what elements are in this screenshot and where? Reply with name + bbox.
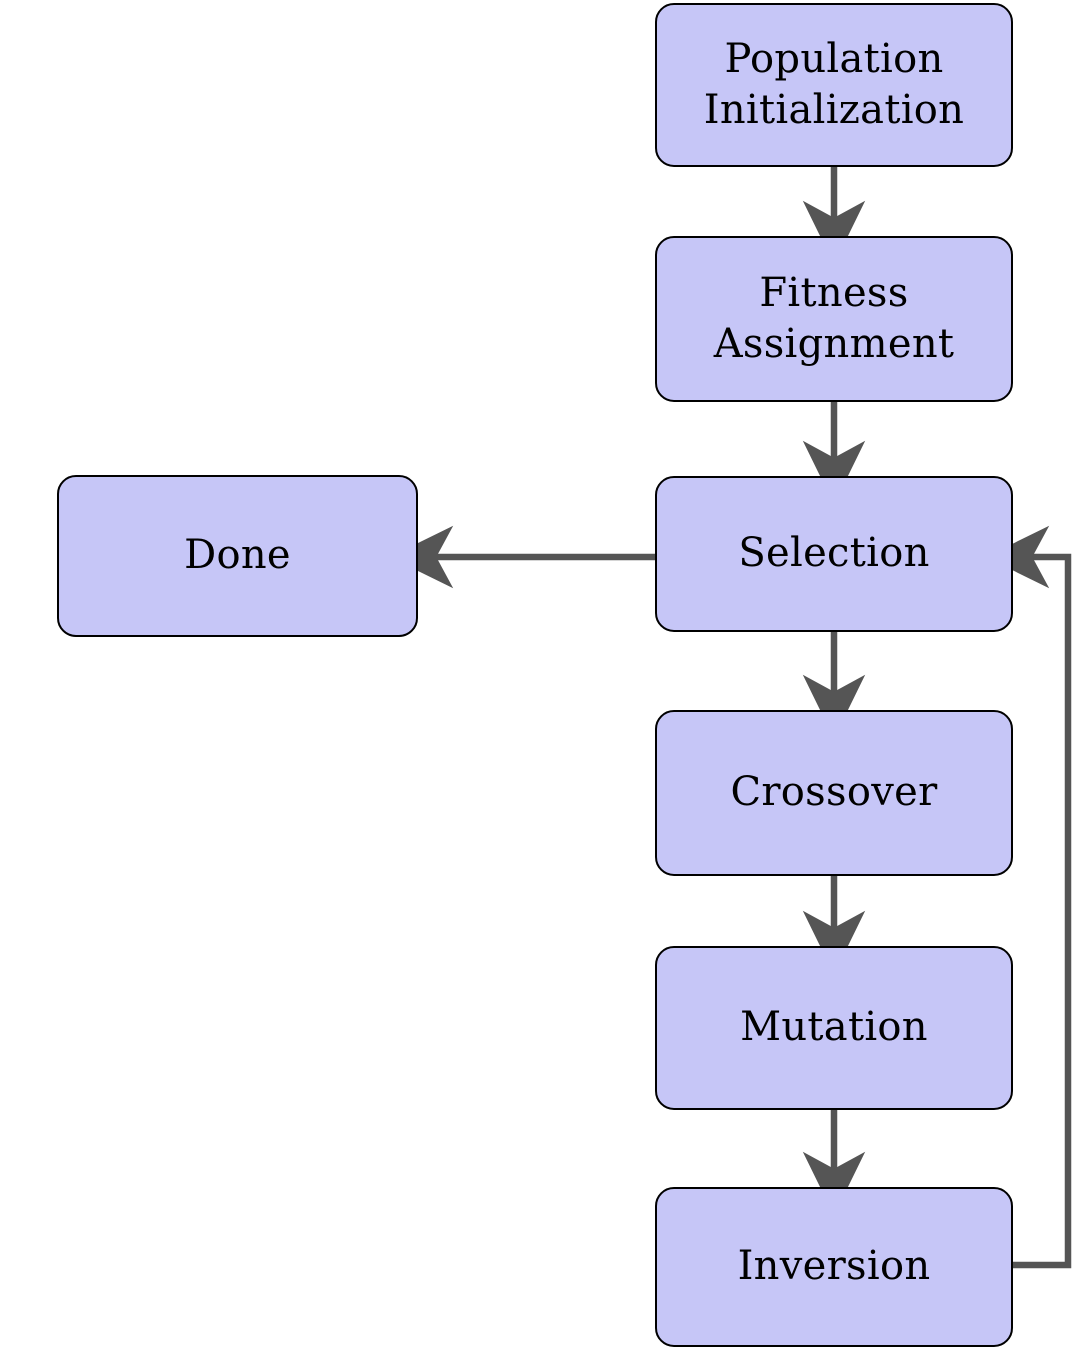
node-fitness-assignment[interactable]: Fitness Assignment xyxy=(655,236,1013,402)
node-fitness-assignment-label: Fitness Assignment xyxy=(713,269,955,367)
node-selection[interactable]: Selection xyxy=(655,476,1013,632)
node-done-label: Done xyxy=(184,532,291,579)
node-done[interactable]: Done xyxy=(57,475,418,637)
node-mutation-label: Mutation xyxy=(740,1004,928,1051)
node-mutation[interactable]: Mutation xyxy=(655,946,1013,1110)
node-selection-label: Selection xyxy=(738,530,930,577)
node-population-initialization-label: Population Initialization xyxy=(703,35,965,133)
node-inversion-label: Inversion xyxy=(737,1243,931,1290)
node-population-initialization[interactable]: Population Initialization xyxy=(655,3,1013,167)
node-crossover-label: Crossover xyxy=(730,769,938,816)
node-crossover[interactable]: Crossover xyxy=(655,710,1013,876)
node-inversion[interactable]: Inversion xyxy=(655,1187,1013,1347)
edge-inversion-to-selection-feedback xyxy=(985,525,1072,1269)
